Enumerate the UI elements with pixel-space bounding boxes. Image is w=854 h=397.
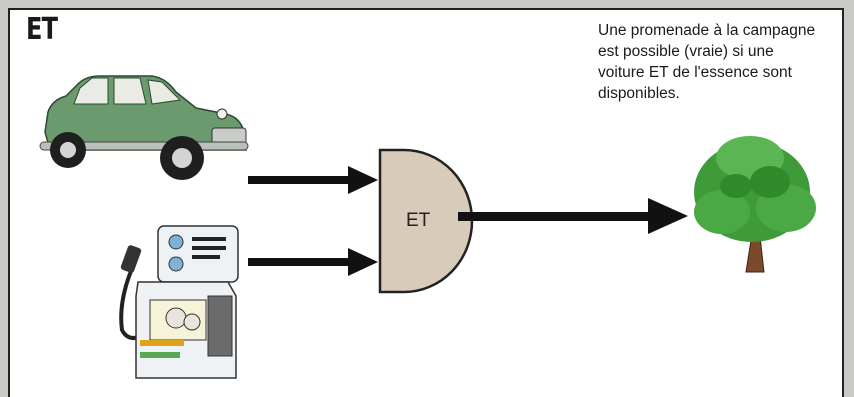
car-icon (39, 75, 249, 180)
tree-icon (694, 136, 816, 273)
fuel-pump-icon (119, 225, 239, 379)
diagram-title: ET (26, 12, 58, 47)
output-arrow (458, 198, 688, 234)
and-gate-symbol (378, 148, 474, 294)
and-gate-label: ET (406, 210, 431, 231)
diagram-caption: Une promenade à la campagne est possible… (598, 22, 816, 102)
input-arrow-car (248, 166, 378, 194)
input-arrow-fuel (248, 248, 378, 276)
